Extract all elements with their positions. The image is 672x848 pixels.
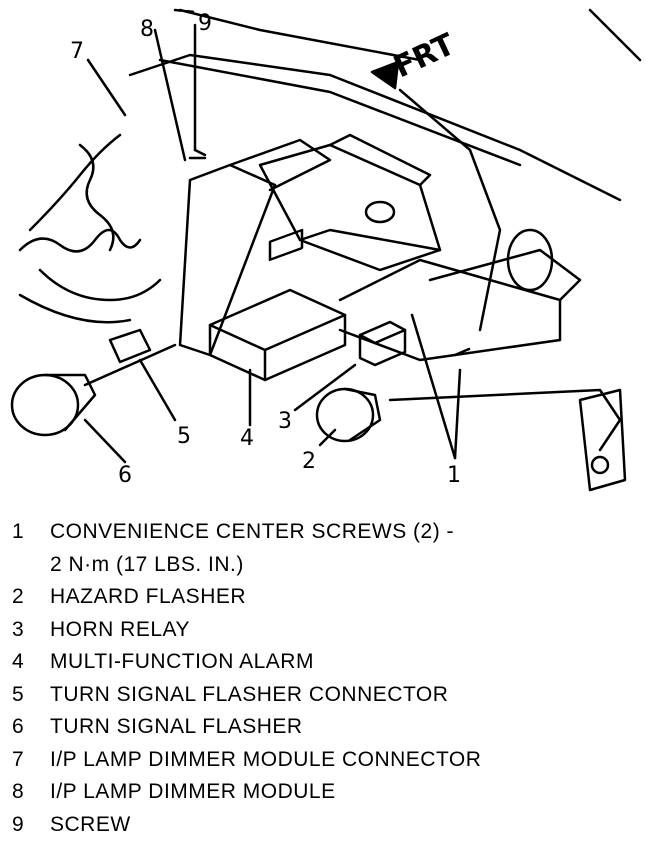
legend-item: 6 TURN SIGNAL FLASHER	[0, 711, 672, 744]
component-diagram: FRT 7 8 9 5 4 3 2 6 1	[10, 8, 642, 492]
legend-item: 2 HAZARD FLASHER	[0, 581, 672, 614]
legend-number: 2	[12, 585, 25, 608]
legend-text: TURN SIGNAL FLASHER	[50, 715, 303, 738]
legend-item: 3 HORN RELAY	[0, 614, 672, 647]
legend-number: 6	[12, 715, 25, 738]
frt-arrow-icon	[370, 60, 400, 90]
dimmer-bracket	[178, 163, 277, 357]
legend-text: 2 N·m (17 LBS. IN.)	[50, 552, 244, 576]
legend-text: I/P LAMP DIMMER MODULE	[50, 780, 336, 803]
wiring-harness	[18, 228, 142, 253]
legend-item: 4 MULTI-FUNCTION ALARM	[0, 646, 672, 679]
legend-text: CONVENIENCE CENTER SCREWS (2) -	[50, 520, 455, 543]
convenience-center	[338, 258, 562, 362]
legend-number: 8	[12, 780, 25, 803]
legend-text: MULTI-FUNCTION ALARM	[50, 650, 314, 673]
legend-item: 7 I/P LAMP DIMMER MODULE CONNECTOR	[0, 744, 672, 777]
direction-label: FRT	[389, 27, 461, 85]
screw-mark	[188, 148, 207, 160]
legend-item: 1 CONVENIENCE CENTER SCREWS (2) -	[0, 516, 672, 549]
legend-number: 4	[12, 650, 25, 673]
callout-6: 6	[118, 463, 132, 488]
callout-2: 2	[302, 449, 316, 474]
legend-text: TURN SIGNAL FLASHER CONNECTOR	[50, 682, 449, 706]
legend-number: 7	[12, 747, 25, 771]
callout-9: 9	[198, 11, 212, 36]
callout-7: 7	[70, 39, 84, 64]
legend-item: 8 I/P LAMP DIMMER MODULE	[0, 776, 672, 809]
legend-item-continuation: 2 N·m (17 LBS. IN.)	[0, 549, 672, 582]
center-housing	[258, 143, 442, 272]
legend-text: HORN RELAY	[50, 617, 190, 641]
callout-1: 1	[447, 463, 461, 488]
legend-item: 5 TURN SIGNAL FLASHER CONNECTOR	[0, 679, 672, 712]
dash-panel-outline	[128, 53, 622, 202]
callout-3: 3	[278, 409, 292, 434]
legend-text: I/P LAMP DIMMER MODULE CONNECTOR	[50, 747, 482, 771]
callout-4: 4	[240, 426, 254, 451]
multi-function-alarm	[208, 288, 347, 382]
callout-8: 8	[140, 17, 154, 42]
legend-number: 3	[12, 617, 25, 641]
legend-item: 9 SCREW	[0, 809, 672, 842]
turn-signal-connector	[108, 328, 152, 364]
legend-text: HAZARD FLASHER	[50, 585, 247, 608]
horn-relay	[358, 320, 407, 367]
legend-number: 5	[12, 682, 25, 706]
callout-5: 5	[177, 424, 191, 449]
legend: 1 CONVENIENCE CENTER SCREWS (2) - 2 N·m …	[0, 516, 672, 841]
legend-number: 9	[12, 812, 25, 836]
legend-number: 1	[12, 520, 25, 543]
legend-text: SCREW	[50, 812, 131, 836]
hazard-flasher	[315, 387, 375, 443]
